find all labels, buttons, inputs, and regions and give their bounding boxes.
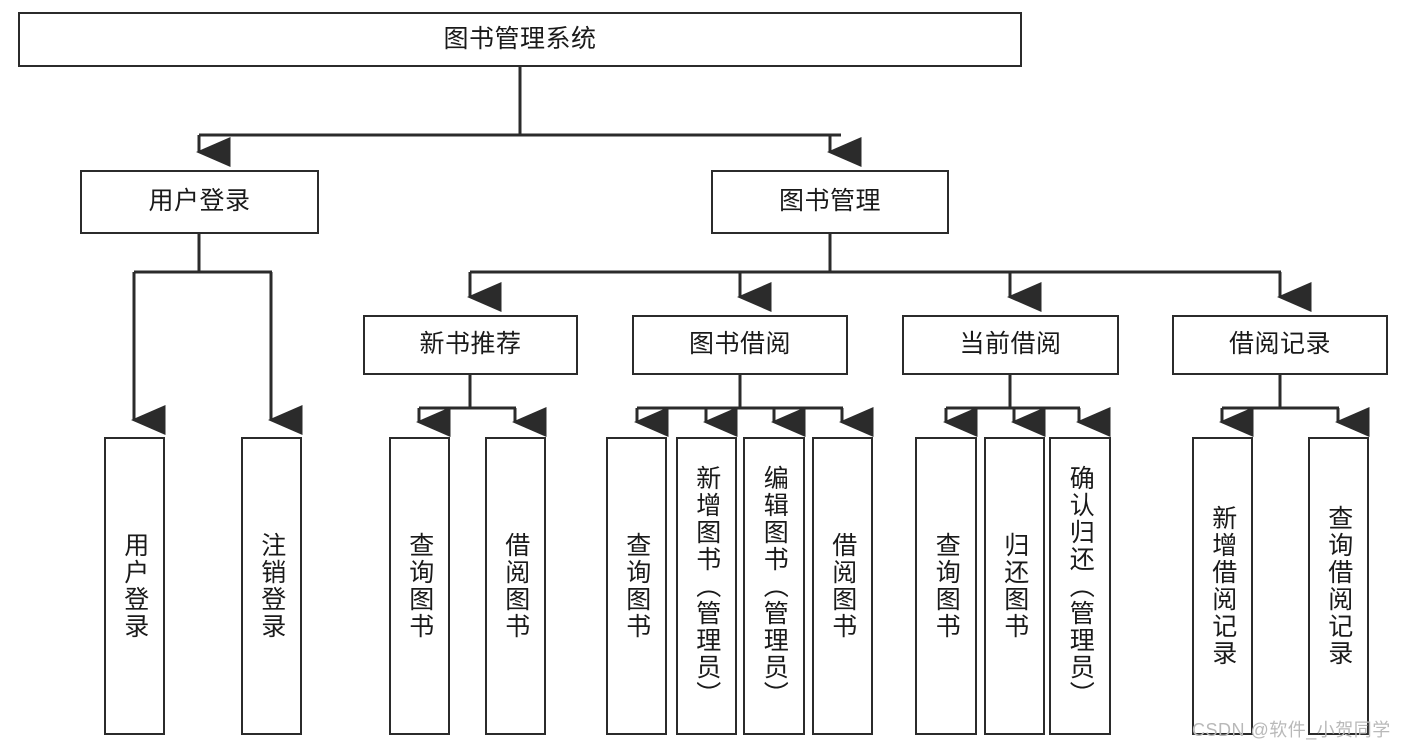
node-current-borrow-label: 当前借阅 bbox=[959, 330, 1062, 359]
leaf-user-login-login[interactable]: 用户登录 bbox=[104, 437, 165, 735]
node-root[interactable]: 图书管理系统 bbox=[18, 12, 1022, 67]
leaf-record-add-record[interactable]: 新增借阅记录 bbox=[1192, 437, 1253, 735]
leaf-current-confirm-return[interactable]: 确认归还（管理员） bbox=[1049, 437, 1111, 735]
leaf-borrow-add-book-label: 新增图书（管理员） bbox=[692, 464, 721, 708]
leaf-current-query-book[interactable]: 查询图书 bbox=[915, 437, 977, 735]
node-current-borrow[interactable]: 当前借阅 bbox=[902, 315, 1119, 375]
leaf-borrow-edit-book-label: 编辑图书（管理员） bbox=[760, 464, 789, 708]
node-root-label: 图书管理系统 bbox=[443, 24, 597, 53]
leaf-current-return-book-label: 归还图书 bbox=[1000, 532, 1029, 640]
node-borrow-record[interactable]: 借阅记录 bbox=[1172, 315, 1388, 375]
leaf-borrow-query-book[interactable]: 查询图书 bbox=[606, 437, 667, 735]
leaf-borrow-query-book-label: 查询图书 bbox=[622, 532, 651, 640]
leaf-user-login-logout-label: 注销登录 bbox=[257, 532, 286, 640]
node-book-borrow[interactable]: 图书借阅 bbox=[632, 315, 848, 375]
node-borrow-record-label: 借阅记录 bbox=[1228, 330, 1331, 359]
csdn-watermark: CSDN @软件_小贺同学 bbox=[1192, 720, 1391, 740]
leaf-current-query-book-label: 查询图书 bbox=[932, 532, 961, 640]
node-book-management-label: 图书管理 bbox=[778, 187, 881, 216]
leaf-record-add-record-label: 新增借阅记录 bbox=[1208, 505, 1237, 667]
leaf-borrow-borrow-book[interactable]: 借阅图书 bbox=[812, 437, 873, 735]
node-user-login-label: 用户登录 bbox=[148, 187, 251, 216]
node-book-management[interactable]: 图书管理 bbox=[711, 170, 949, 234]
node-user-login[interactable]: 用户登录 bbox=[80, 170, 319, 234]
leaf-record-query-record[interactable]: 查询借阅记录 bbox=[1308, 437, 1369, 735]
leaf-borrow-add-book[interactable]: 新增图书（管理员） bbox=[676, 437, 737, 735]
leaf-recommend-query-book-label: 查询图书 bbox=[405, 532, 434, 640]
leaf-user-login-logout[interactable]: 注销登录 bbox=[241, 437, 302, 735]
leaf-user-login-login-label: 用户登录 bbox=[120, 532, 149, 640]
node-new-book-recommend[interactable]: 新书推荐 bbox=[363, 315, 578, 375]
leaf-current-return-book[interactable]: 归还图书 bbox=[984, 437, 1045, 735]
leaf-borrow-edit-book[interactable]: 编辑图书（管理员） bbox=[743, 437, 805, 735]
leaf-record-query-record-label: 查询借阅记录 bbox=[1324, 505, 1353, 667]
leaf-borrow-borrow-book-label: 借阅图书 bbox=[828, 532, 857, 640]
node-book-borrow-label: 图书借阅 bbox=[688, 330, 791, 359]
leaf-recommend-borrow-book[interactable]: 借阅图书 bbox=[485, 437, 546, 735]
leaf-current-confirm-return-label: 确认归还（管理员） bbox=[1066, 464, 1095, 708]
leaf-recommend-query-book[interactable]: 查询图书 bbox=[389, 437, 450, 735]
leaf-recommend-borrow-book-label: 借阅图书 bbox=[501, 532, 530, 640]
node-new-book-recommend-label: 新书推荐 bbox=[419, 330, 522, 359]
